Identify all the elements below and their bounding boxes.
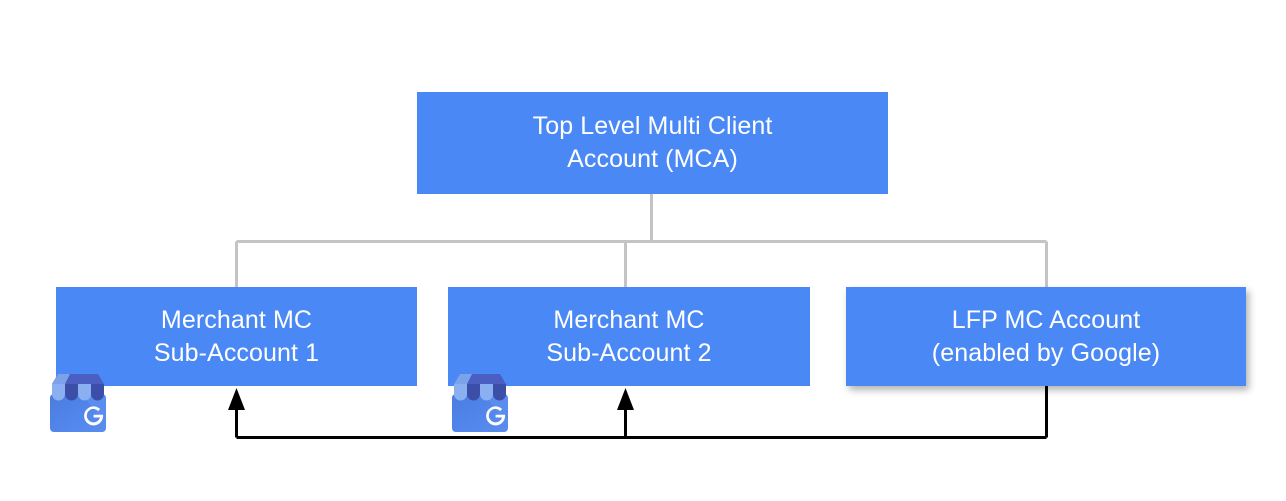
gmb-awning-2 [65,384,78,401]
node-merchant-mc-sub-account-1-label: Merchant MC Sub-Account 1 [153,305,320,367]
gmb-awning-1 [454,384,467,401]
node-top-level-mca-label: Top Level Multi Client Account (MCA) [532,112,773,173]
feedback-arrowhead-group [228,388,634,410]
gmb-awning-2 [467,384,480,401]
gmb-g-letter [486,406,506,426]
gmb-awning-roof-highlight [52,374,70,384]
gmb-awning-3 [78,384,91,401]
gmb-g-letter [84,406,104,426]
gmb-awning-4 [91,384,104,401]
node-merchant-mc-sub-account-2[interactable]: Merchant MC Sub-Account 2 [448,287,810,386]
gmb-awning-4 [493,384,506,401]
gmb-awning-3 [480,384,493,401]
google-my-business-storefront-icon [50,374,106,432]
gmb-awning-1 [52,384,65,401]
node-top-level-mca[interactable]: Top Level Multi Client Account (MCA) [417,92,888,194]
tree-connector-group [235,194,1048,288]
feedback-arrowhead-sub1 [228,388,245,410]
node-merchant-mc-sub-account-1[interactable]: Merchant MC Sub-Account 1 [56,287,417,386]
google-my-business-storefront-icon [452,374,508,432]
gmb-awning-roof-highlight [454,374,472,384]
node-merchant-mc-sub-account-2-label: Merchant MC Sub-Account 2 [546,305,712,367]
feedback-arrowhead-sub2 [617,388,634,410]
node-lfp-mc-account-label: LFP MC Account (enabled by Google) [931,305,1161,367]
node-lfp-mc-account[interactable]: LFP MC Account (enabled by Google) [846,287,1246,386]
feedback-connector-group [235,386,1048,439]
